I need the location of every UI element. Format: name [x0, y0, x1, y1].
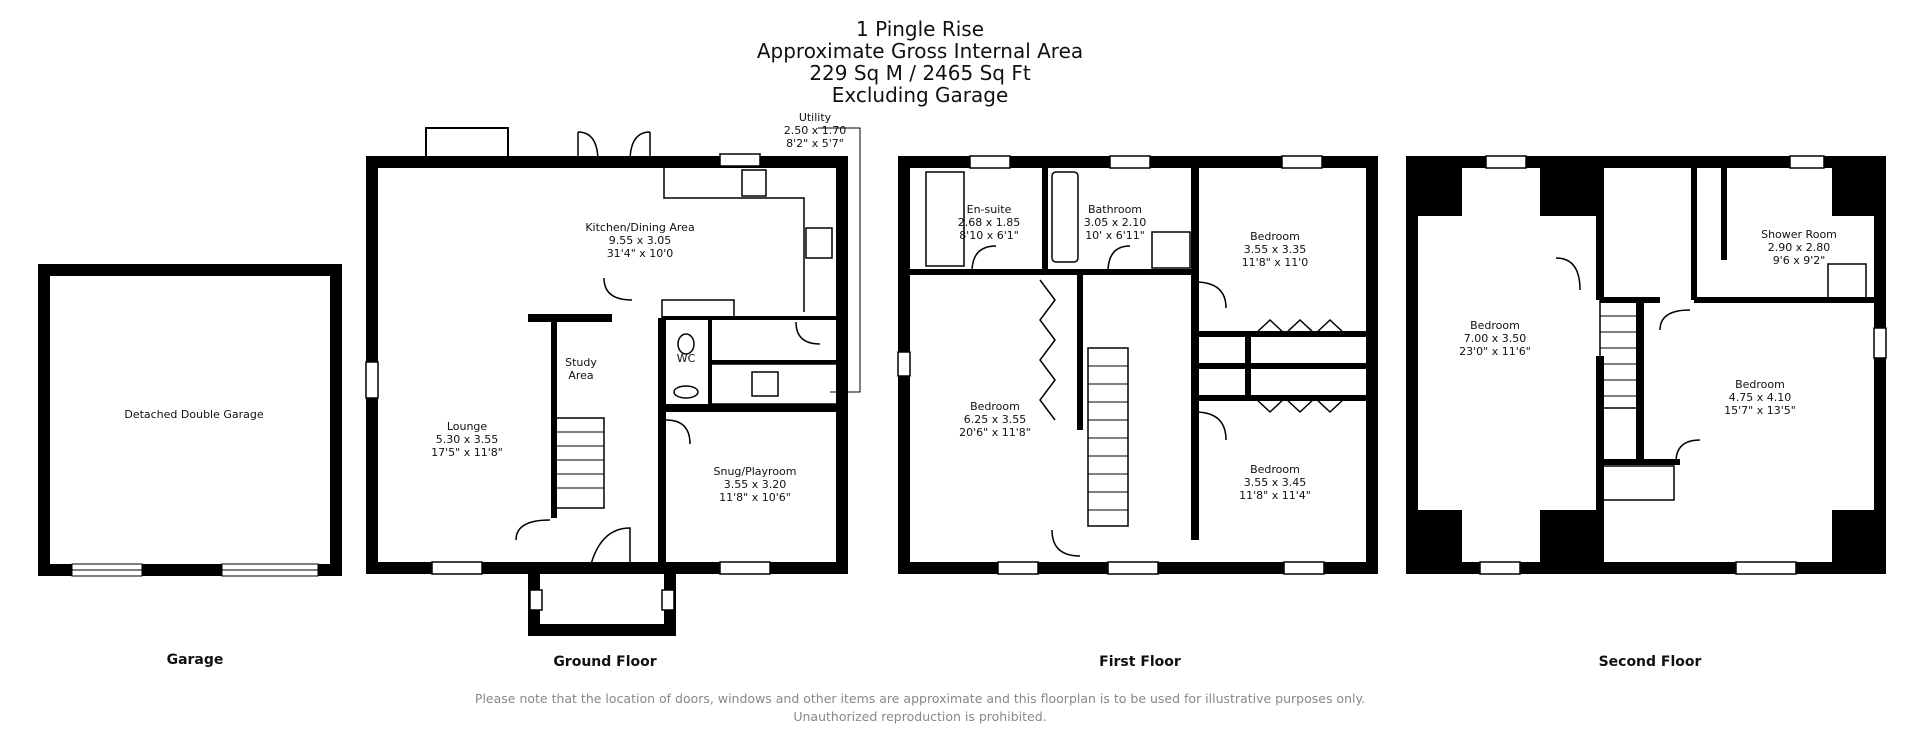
- room-metric: 3.55 x 3.20: [723, 478, 787, 491]
- room-imperial: 31'4" x 10'0: [606, 247, 674, 260]
- room-name: Bedroom: [1250, 463, 1300, 476]
- room-imperial: 11'8" x 11'4": [1239, 489, 1311, 502]
- room-imperial: 23'0" x 11'6": [1459, 345, 1531, 358]
- disclaimer-text: Please note that the location of doors, …: [474, 691, 1366, 724]
- gross-area-label: Approximate Gross Internal Area: [756, 39, 1084, 63]
- room-imperial: 8'2" x 5'7": [786, 137, 844, 150]
- room-name: En-suite: [966, 203, 1012, 216]
- room-metric: 2.68 x 1.85: [957, 216, 1021, 229]
- floor-label-ground: Ground Floor: [553, 654, 657, 670]
- room-name: Bedroom: [1250, 230, 1300, 243]
- floor-label-garage: Garage: [166, 652, 224, 668]
- room-name: Bedroom: [1470, 319, 1520, 332]
- room-label-bedroom-first-main: Bedroom 6.25 x 3.55 20'6" x 11'8": [950, 400, 1040, 439]
- room-imperial: 15'7" x 13'5": [1724, 404, 1796, 417]
- room-name: Snug/Playroom: [713, 465, 797, 478]
- room-name: Kitchen/Dining Area: [585, 221, 695, 234]
- first-floor-plan: [897, 155, 1378, 575]
- room-label-lounge: Lounge 5.30 x 3.55 17'5" x 11'8": [412, 420, 522, 459]
- room-label-utility: Utility 2.50 x 1.70 8'2" x 5'7": [780, 111, 850, 150]
- gross-area-value: 229 Sq M / 2465 Sq Ft: [809, 61, 1031, 85]
- room-name: Area: [568, 369, 594, 382]
- room-name: Bathroom: [1087, 203, 1143, 216]
- room-metric: 4.75 x 4.10: [1728, 391, 1792, 404]
- room-name: Detached Double Garage: [124, 408, 264, 421]
- room-imperial: 9'6 x 9'2": [1772, 254, 1826, 267]
- room-name: Study: [565, 356, 597, 369]
- room-imperial: 10' x 6'11": [1085, 229, 1145, 242]
- second-floor-plan: [1406, 155, 1887, 575]
- room-metric: 3.05 x 2.10: [1083, 216, 1147, 229]
- room-metric: 3.55 x 3.35: [1243, 243, 1307, 256]
- area-exclusion-note: Excluding Garage: [831, 83, 1009, 107]
- room-imperial: 8'10 x 6'1": [959, 229, 1019, 242]
- room-imperial: 17'5" x 11'8": [431, 446, 503, 459]
- room-name: Lounge: [446, 420, 488, 433]
- room-metric: 6.25 x 3.55: [963, 413, 1027, 426]
- room-name: Bedroom: [1735, 378, 1785, 391]
- room-imperial: 11'8" x 11'0: [1241, 256, 1309, 269]
- room-imperial: 20'6" x 11'8": [959, 426, 1031, 439]
- garage-plan: [38, 264, 342, 577]
- room-name: WC: [676, 352, 696, 365]
- room-name: Utility: [798, 111, 832, 124]
- plan-title-block: 1 Pingle Rise Approximate Gross Internal…: [0, 18, 1840, 106]
- room-label-study: Study Area: [556, 356, 606, 382]
- room-metric: 2.90 x 2.80: [1767, 241, 1831, 254]
- room-label-bedroom-second-right: Bedroom 4.75 x 4.10 15'7" x 13'5": [1710, 378, 1810, 417]
- ground-floor-plan: [365, 127, 861, 636]
- room-label-snug: Snug/Playroom 3.55 x 3.20 11'8" x 10'6": [700, 465, 810, 504]
- room-label-bedroom-first-bottom-right: Bedroom 3.55 x 3.45 11'8" x 11'4": [1235, 463, 1315, 502]
- floor-label-second: Second Floor: [1598, 654, 1702, 670]
- room-label-wc: WC: [668, 352, 704, 365]
- room-name: Bedroom: [970, 400, 1020, 413]
- room-metric: 2.50 x 1.70: [783, 124, 847, 137]
- floor-label-first: First Floor: [1099, 654, 1181, 670]
- room-metric: 5.30 x 3.55: [435, 433, 499, 446]
- room-metric: 9.55 x 3.05: [608, 234, 672, 247]
- property-address: 1 Pingle Rise: [855, 17, 985, 41]
- room-label-bathroom: Bathroom 3.05 x 2.10 10' x 6'11": [1080, 203, 1150, 242]
- room-label-garage: Detached Double Garage: [104, 408, 284, 421]
- room-label-bedroom-second-left: Bedroom 7.00 x 3.50 23'0" x 11'6": [1450, 319, 1540, 358]
- room-imperial: 11'8" x 10'6": [719, 491, 791, 504]
- room-label-kitchen: Kitchen/Dining Area 9.55 x 3.05 31'4" x …: [560, 221, 720, 260]
- room-metric: 7.00 x 3.50: [1463, 332, 1527, 345]
- room-name: Shower Room: [1761, 228, 1837, 241]
- room-metric: 3.55 x 3.45: [1243, 476, 1307, 489]
- room-label-bedroom-first-top-right: Bedroom 3.55 x 3.35 11'8" x 11'0: [1235, 230, 1315, 269]
- room-label-ensuite: En-suite 2.68 x 1.85 8'10 x 6'1": [954, 203, 1024, 242]
- room-label-shower-room: Shower Room 2.90 x 2.80 9'6 x 9'2": [1754, 228, 1844, 267]
